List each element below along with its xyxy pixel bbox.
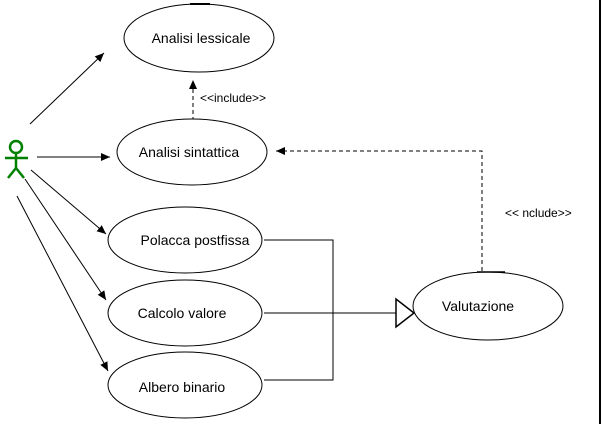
association-albero-binario — [16, 195, 109, 372]
use-case-label-analisi-sintattica: Analisi sintattica — [139, 144, 240, 160]
generalization-albero-binario — [264, 313, 334, 381]
generalization-arrowhead — [395, 297, 416, 329]
association-analisi-lessicale — [29, 52, 105, 125]
use-case-label-albero-binario: Albero binario — [139, 379, 226, 395]
association-polacca-postfissa — [30, 169, 107, 235]
use-case-albero-binario[interactable] — [107, 351, 263, 419]
stereotype-include-valutazione: << nclude>> — [505, 206, 572, 220]
stereotype-include-lessicale: <<include>> — [200, 91, 266, 105]
association-calcolo-valore — [24, 178, 107, 301]
use-case-label-valutazione: Valutazione — [442, 298, 514, 314]
use-case-analisi-sintattica[interactable] — [116, 118, 268, 186]
generalization-polacca-postfissa — [264, 239, 334, 313]
actor-icon[interactable] — [5, 139, 28, 179]
include-dependency-valutazione — [276, 147, 483, 271]
use-case-polacca-postfissa[interactable] — [107, 206, 263, 274]
frame-right-edge — [599, 0, 601, 424]
use-case-label-calcolo-valore: Calcolo valore — [138, 305, 227, 321]
use-case-label-polacca-postfissa: Polacca postfissa — [141, 232, 250, 248]
use-case-label-analisi-lessicale: Analisi lessicale — [152, 30, 251, 46]
use-case-calcolo-valore[interactable] — [107, 279, 263, 347]
